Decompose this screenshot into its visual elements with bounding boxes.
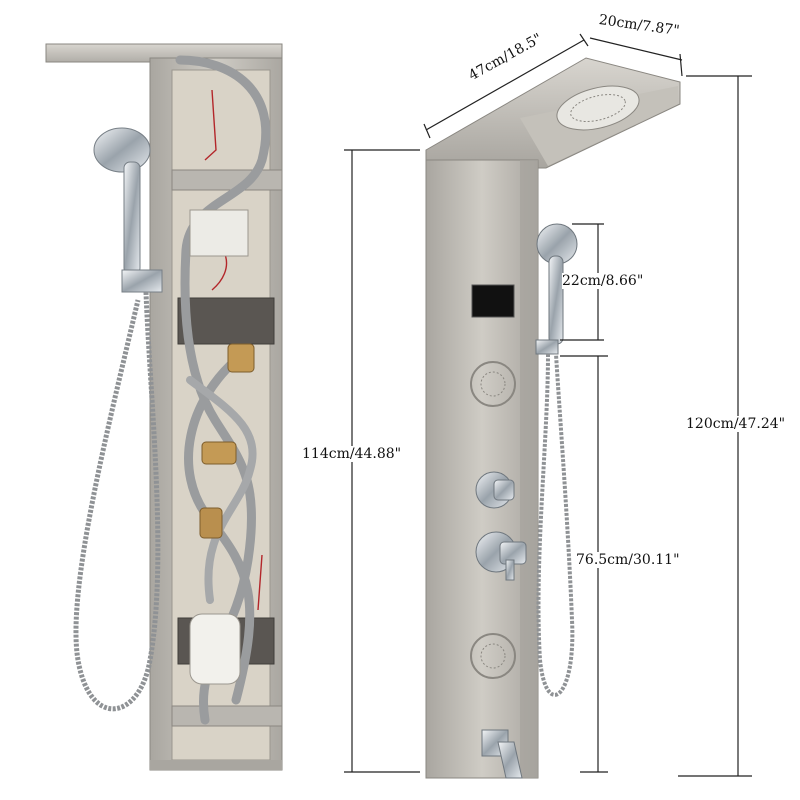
brace-1 [171, 169, 283, 191]
brace-4 [171, 705, 283, 727]
rain-shower-nozzles [556, 85, 640, 131]
sub-box [189, 613, 241, 685]
hand-shower-head-left [93, 127, 151, 173]
electronics-box [189, 209, 249, 257]
dim-panel-height: 114cm/44.88" [302, 446, 402, 462]
mixer-valve-lever [505, 559, 515, 581]
massage-jet-top [470, 361, 516, 407]
dim-line-width [589, 37, 683, 61]
front-column-shade [520, 160, 538, 778]
massage-jet-bottom [470, 633, 516, 679]
hand-shower-left [73, 127, 163, 712]
brass-valve-1 [227, 343, 255, 373]
panel-front-view [425, 57, 681, 779]
led-display [471, 284, 515, 318]
rain-shower-nozzles-inner [570, 94, 626, 122]
dim-line-depth [425, 39, 585, 131]
internal-hose-3 [186, 376, 257, 604]
hose-left [73, 291, 161, 712]
hand-shower-handle-right [548, 255, 564, 345]
back-bottom [150, 760, 282, 770]
dim-holder-height: 76.5cm/30.11" [576, 552, 680, 568]
panel-back-view [45, 43, 283, 771]
massage-jet-bottom-inner [480, 643, 506, 669]
massage-jet-top-inner [480, 371, 506, 397]
brass-valve-3 [199, 507, 223, 539]
internal-hose-1 [175, 55, 271, 725]
brass-valve-2 [201, 441, 237, 465]
hand-shower-handle-left [123, 161, 141, 275]
brace-2 [177, 297, 275, 345]
hose-right [536, 353, 575, 697]
shower-holder-left [121, 269, 163, 293]
shower-holder-right [535, 339, 559, 355]
dim-total-height: 120cm/47.24" [686, 416, 786, 432]
diverter-handle [493, 479, 515, 501]
dim-hand-shower: 22cm/8.66" [562, 273, 644, 289]
tub-spout-nozzle [497, 741, 523, 779]
